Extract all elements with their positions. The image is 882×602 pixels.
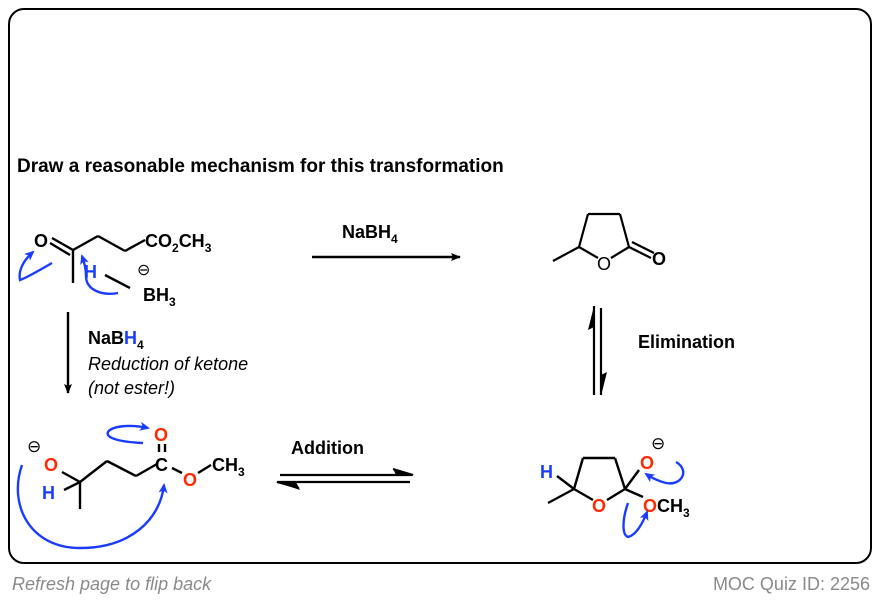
elimination-equilibrium: Elimination	[588, 306, 735, 396]
quiz-card[interactable]	[8, 8, 872, 564]
carbonyl-double-bond-1	[51, 236, 74, 252]
curved-arrow-o-pushing	[18, 250, 53, 282]
alkoxide-intermediate: ⊖ O H O C O CH3	[16, 421, 245, 550]
lactone-product: O O	[552, 212, 666, 274]
reverse-arrowhead	[276, 482, 300, 490]
forward-arrowhead	[393, 469, 414, 475]
curved-arrow-alkoxide-attack	[16, 464, 168, 550]
not-ester-note: (not ester!)	[88, 378, 175, 398]
ring-bond-4	[578, 246, 599, 259]
reduction-note: Reduction of ketone	[88, 354, 248, 374]
lactone-ring-oxygen: O	[597, 254, 611, 274]
alkoxide-oxygen: O	[44, 455, 58, 475]
thf-bond-5	[606, 487, 626, 502]
question-prompt: Draw a reasonable mechanism for this tra…	[17, 156, 504, 177]
curved-arrow-carbonyl-pi	[106, 421, 150, 445]
quiz-id: MOC Quiz ID: 2256	[712, 574, 870, 594]
ester-carbonyl-oxygen: O	[154, 425, 168, 445]
ring-h: H	[540, 462, 553, 482]
h-b-bond	[104, 273, 131, 290]
chain-bond-5	[106, 459, 137, 478]
alkoxide-charge: ⊖	[27, 437, 41, 456]
c-o-minus-bond	[624, 469, 640, 490]
thf-bond-4	[573, 487, 594, 502]
lactone-methyl-bond	[552, 246, 580, 262]
tetrahedral-intermediate: H O ⊖ O OCH3	[540, 434, 690, 539]
chain-bond-4	[79, 460, 108, 483]
top-reaction-arrow: NaBH4	[312, 222, 461, 261]
thf-bond-1	[572, 457, 585, 490]
oxyanion-oxygen: O	[640, 453, 654, 473]
ketone-oxygen: O	[34, 231, 48, 251]
down-arrowhead	[601, 372, 607, 396]
lactone-c-o-2	[631, 241, 655, 254]
lactone-c-o-1	[628, 246, 652, 259]
ester-oxygen: O	[183, 470, 197, 490]
methoxy-methyl: CH3	[212, 455, 245, 479]
addition-label: Addition	[291, 438, 364, 458]
o-ch3-bond	[197, 463, 212, 475]
up-arrowhead	[588, 306, 594, 330]
carbinol-h: H	[42, 483, 55, 503]
ring-bond-3	[618, 213, 631, 248]
borohydride: BH3	[143, 285, 176, 309]
ring-methyl-bond	[547, 487, 575, 505]
ester-carbonyl-carbon: C	[155, 455, 168, 475]
ester-group: CO2CH3	[145, 231, 212, 255]
chain-bond-6	[135, 462, 158, 478]
carbonyl-double-bond-2	[49, 241, 71, 257]
addition-equilibrium: Addition	[276, 438, 414, 490]
elimination-label: Elimination	[638, 332, 735, 352]
down-reagent: NaBH4	[88, 328, 144, 352]
chain-bond-1	[72, 234, 99, 252]
oxyanion-charge: ⊖	[651, 434, 665, 453]
curved-arrow-hydride-attack	[80, 254, 119, 295]
h-c-bond	[63, 480, 81, 492]
curved-arrow-reform-carbonyl	[644, 460, 685, 485]
hydride-h: H	[84, 262, 97, 282]
thf-ring-oxygen: O	[592, 496, 606, 516]
refresh-hint: Refresh page to flip back	[12, 574, 212, 594]
chain-bond-2	[97, 234, 126, 253]
starting-material: O CO2CH3 H ⊖ BH3	[18, 231, 212, 309]
c-o-ester-bond	[171, 466, 183, 475]
ring-bond-1	[577, 213, 590, 248]
methoxy-group: OCH3	[643, 496, 690, 520]
ring-bond-5	[610, 246, 630, 259]
ring-h-bond	[556, 475, 575, 490]
c-ome-bond	[624, 487, 644, 499]
top-reagent: NaBH4	[342, 222, 398, 246]
lactone-carbonyl-oxygen: O	[652, 249, 666, 269]
borohydride-charge: ⊖	[137, 262, 150, 279]
o-c-bond	[61, 470, 81, 484]
down-reaction-arrow: NaBH4 Reduction of ketone (not ester!)	[64, 312, 248, 398]
chain-bond-3	[124, 238, 146, 253]
curved-arrow-methoxide-leave	[622, 502, 649, 539]
thf-bond-3	[613, 457, 627, 490]
